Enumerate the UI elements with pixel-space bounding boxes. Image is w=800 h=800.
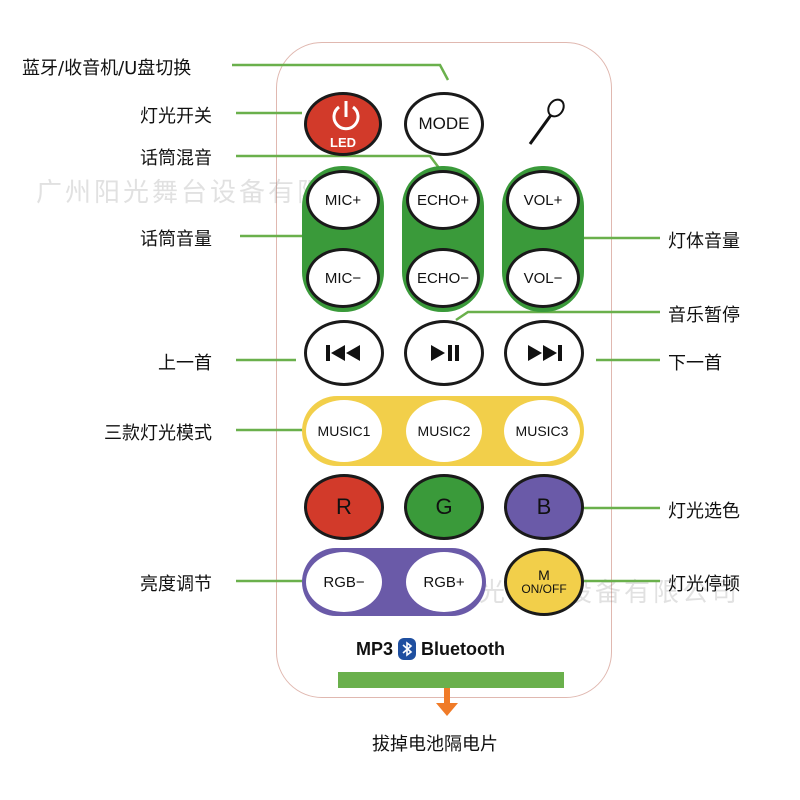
rgb-minus-label: RGB− <box>323 573 365 591</box>
previous-track-button[interactable] <box>304 320 384 386</box>
label-mic-echo: 话筒混音 <box>140 148 212 169</box>
music1-button[interactable]: MUSIC1 <box>306 400 382 462</box>
microphone-icon <box>528 98 565 145</box>
music1-label: MUSIC1 <box>317 423 371 439</box>
label-prev: 上一首 <box>158 353 212 374</box>
red-color-button[interactable]: R <box>304 474 384 540</box>
echo-plus-button[interactable]: ECHO+ <box>406 170 480 230</box>
label-next: 下一首 <box>668 353 722 374</box>
mode-label: MODE <box>418 114 470 133</box>
music3-label: MUSIC3 <box>515 423 569 439</box>
m-onoff-button[interactable]: M ON/OFF <box>504 548 584 616</box>
bluetooth-label: Bluetooth <box>421 638 505 659</box>
b-label: B <box>536 494 552 519</box>
mic-plus-label: MIC+ <box>324 191 362 209</box>
r-label: R <box>336 494 352 519</box>
rgb-plus-button[interactable]: RGB+ <box>406 552 482 612</box>
music2-label: MUSIC2 <box>417 423 471 439</box>
mic-plus-button[interactable]: MIC+ <box>306 170 380 230</box>
m-label: M <box>538 566 550 583</box>
echo-plus-label: ECHO+ <box>416 191 470 209</box>
label-light-pause: 灯光停顿 <box>668 574 740 595</box>
vol-minus-label: VOL− <box>523 269 563 287</box>
g-label: G <box>435 494 453 519</box>
blue-color-button[interactable]: B <box>504 474 584 540</box>
rgb-plus-label: RGB+ <box>423 573 465 591</box>
label-light-modes: 三款灯光模式 <box>104 423 212 444</box>
vol-minus-button[interactable]: VOL− <box>506 248 580 308</box>
line-play <box>455 310 660 322</box>
vol-plus-label: VOL+ <box>523 191 563 209</box>
label-music-pause: 音乐暂停 <box>668 305 740 326</box>
bluetooth-icon <box>398 638 417 660</box>
next-track-icon <box>528 345 562 361</box>
mic-minus-label: MIC− <box>324 269 362 287</box>
label-brightness: 亮度调节 <box>140 574 212 595</box>
echo-minus-button[interactable]: ECHO− <box>406 248 480 308</box>
line-mode <box>232 63 450 81</box>
power-icon <box>332 101 360 131</box>
mode-button[interactable]: MODE <box>404 92 484 156</box>
label-mode-switch: 蓝牙/收音机/U盘切换 <box>22 58 192 79</box>
echo-minus-label: ECHO− <box>416 269 470 287</box>
label-light-switch: 灯光开关 <box>140 106 212 127</box>
mp3-label: MP3 <box>356 638 394 659</box>
brand-footer: MP3 Bluetooth <box>356 636 505 662</box>
battery-insulator-strip <box>338 672 564 688</box>
music2-button[interactable]: MUSIC2 <box>406 400 482 462</box>
play-pause-icon <box>431 345 459 361</box>
green-color-button[interactable]: G <box>404 474 484 540</box>
label-battery: 拔掉电池隔电片 <box>372 734 498 755</box>
previous-track-icon <box>326 345 360 361</box>
label-light-color: 灯光选色 <box>668 501 740 522</box>
led-power-button[interactable]: LED <box>304 92 382 156</box>
pull-arrow-icon <box>436 703 458 716</box>
play-pause-button[interactable] <box>404 320 484 386</box>
next-track-button[interactable] <box>504 320 584 386</box>
led-label: LED <box>330 135 356 150</box>
rgb-minus-button[interactable]: RGB− <box>306 552 382 612</box>
mic-minus-button[interactable]: MIC− <box>306 248 380 308</box>
onoff-label: ON/OFF <box>521 581 567 596</box>
label-mic-volume: 话筒音量 <box>140 229 212 250</box>
music3-button[interactable]: MUSIC3 <box>504 400 580 462</box>
vol-plus-button[interactable]: VOL+ <box>506 170 580 230</box>
label-body-volume: 灯体音量 <box>668 231 740 252</box>
